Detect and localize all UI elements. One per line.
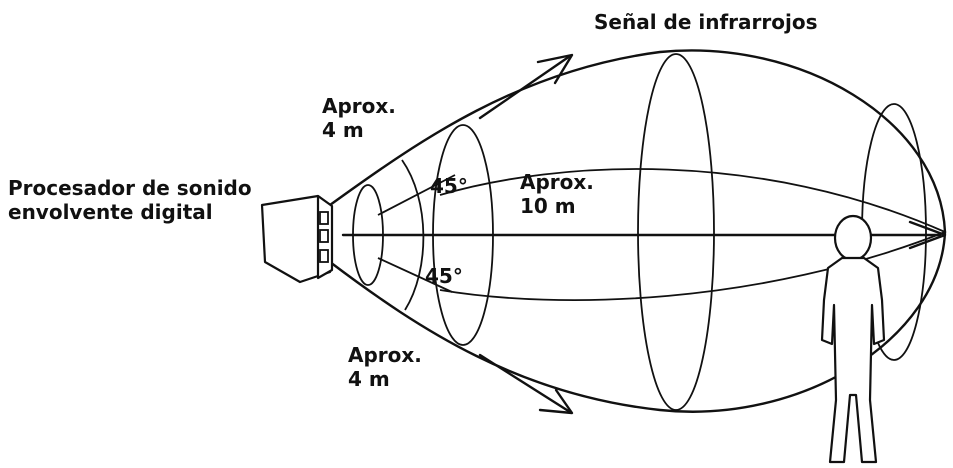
center-arrowhead-icon (908, 220, 947, 250)
top-range-label-line-1: Aprox. (322, 94, 396, 118)
processor-label-line-2: envolvente digital (8, 200, 213, 224)
bottom-range-label-line-1: Aprox. (348, 343, 422, 367)
signal-envelope-bottom (328, 230, 947, 413)
mid-range-label: Aprox. 10 m (520, 170, 594, 218)
lower-range-arrow (478, 353, 572, 414)
diagram-title: Señal de infrarrojos (594, 10, 818, 34)
person-silhouette-icon (820, 214, 886, 464)
inner-curve-lower (439, 231, 946, 302)
top-range-label-line-2: 4 m (322, 118, 364, 142)
angle-bottom-label: 45° (425, 264, 463, 288)
inner-curve-upper (439, 168, 946, 233)
processor-label-line-1: Procesador de sonido (8, 176, 252, 200)
angle-ray-top (377, 174, 456, 216)
digital-surround-processor-icon (260, 194, 334, 284)
top-range-label: Aprox. 4 m (322, 94, 396, 142)
processor-label: Procesador de sonido envolvente digital (8, 176, 252, 224)
bottom-range-label: Aprox. 4 m (348, 343, 422, 391)
bottom-range-label-line-2: 4 m (348, 367, 390, 391)
mid-range-label-line-1: Aprox. (520, 170, 594, 194)
angle-ray-bottom (377, 257, 453, 293)
mid-range-label-line-2: 10 m (520, 194, 576, 218)
upper-range-arrow (478, 54, 572, 120)
lower-arrowhead-icon (538, 388, 574, 415)
upper-arrowhead-icon (536, 53, 574, 85)
cross-section-3 (637, 53, 715, 411)
angle-top-label: 45° (430, 174, 468, 198)
signal-envelope-top (328, 49, 947, 234)
